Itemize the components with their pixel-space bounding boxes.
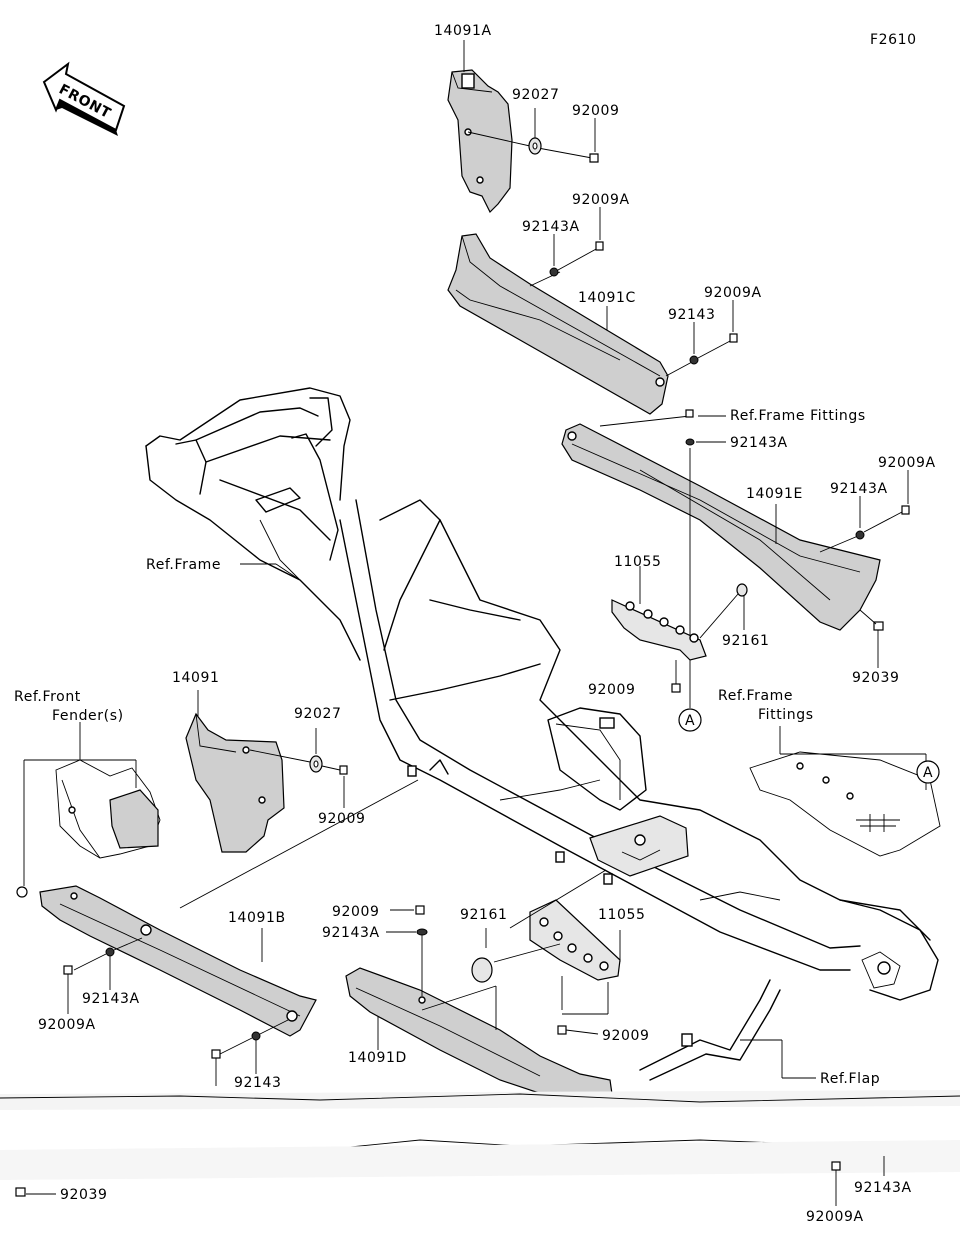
bolt-92009a-low-left: [211, 1049, 221, 1059]
callout-a-lower: A: [916, 760, 940, 784]
nut-92143a-3: [855, 530, 865, 540]
label-92009a-1: 92009A: [572, 192, 630, 208]
label-14091d: 14091D: [348, 1050, 407, 1066]
screw-ref-frame-fittings: [685, 409, 694, 418]
label-92143a-6: 92143A: [854, 1180, 912, 1196]
ref-flap-bracket: [639, 979, 781, 1081]
label-92161-low: 92161: [460, 907, 508, 923]
label-92143-1: 92143: [668, 307, 716, 323]
part-14091c: [447, 233, 669, 415]
bolt-92009-top: [589, 153, 599, 163]
label-92009-left: 92009: [318, 811, 366, 827]
nut-92143a-1: [549, 267, 559, 277]
label-ref-front-fender-b: Fender(s): [52, 708, 124, 724]
washer-92027-left: [309, 755, 323, 773]
label-92009a-3: 92009A: [878, 455, 936, 471]
bolt-92009a-1: [595, 241, 604, 251]
bolt-92009a-2: [729, 333, 738, 343]
label-ref-front-fender-a: Ref.Front: [14, 689, 81, 705]
bolt-92009-low2: [557, 1025, 567, 1035]
label-92009-low: 92009: [332, 904, 380, 920]
label-11055-top: 11055: [614, 554, 662, 570]
part-14091e: [561, 423, 881, 631]
label-92009a-4: 92009A: [38, 1017, 96, 1033]
label-92143a-1: 92143A: [522, 219, 580, 235]
label-92143a-3: 92143A: [830, 481, 888, 497]
label-92039-low: 92039: [60, 1187, 108, 1203]
label-92143a-2: 92143A: [730, 435, 788, 451]
label-92027-top: 92027: [512, 87, 560, 103]
part-11055-upper: [611, 599, 707, 661]
label-ref-frame-fittings-2a: Ref.Frame: [718, 688, 793, 704]
bolt-92009-left: [339, 765, 348, 775]
label-92009a-5: 92009A: [806, 1209, 864, 1225]
part-14091b: [39, 885, 317, 1037]
label-92161-right: 92161: [722, 633, 770, 649]
label-11055-low: 11055: [598, 907, 646, 923]
nut-92143a-5: [416, 928, 428, 936]
bolt-92009-mid: [671, 683, 681, 693]
label-92027-left: 92027: [294, 706, 342, 722]
bolt-92009a-3: [901, 505, 910, 515]
diagram-code: F2610: [870, 32, 917, 48]
label-92143a-5: 92143A: [322, 925, 380, 941]
label-92143-low: 92143: [234, 1075, 282, 1091]
label-ref-frame-fittings-1: Ref.Frame Fittings: [730, 408, 866, 424]
bolt-92009a-low-right: [831, 1161, 841, 1171]
part-11055-lower: [529, 899, 621, 981]
washer-92027-top: [528, 137, 542, 155]
part-14091d: [345, 967, 613, 1101]
clip-left-end: [16, 886, 28, 898]
part-14091: [185, 712, 285, 853]
grommet-92161-right: [736, 583, 748, 597]
callout-a-upper-label: A: [685, 713, 695, 729]
callout-a-upper: A: [678, 708, 702, 732]
nut-92143-low: [251, 1031, 261, 1041]
label-92009-low2: 92009: [602, 1028, 650, 1044]
main-frame: [145, 387, 939, 1001]
front-arrow-icon: FRONT: [42, 61, 126, 136]
grommet-92161-low: [471, 957, 493, 983]
bolt-92009-low: [415, 905, 425, 915]
ref-front-fender-inset: [55, 759, 161, 859]
label-92143a-4: 92143A: [82, 991, 140, 1007]
label-14091b: 14091B: [228, 910, 286, 926]
label-14091c: 14091C: [578, 290, 636, 306]
part-14091a: [447, 69, 513, 214]
label-14091a: 14091A: [434, 23, 492, 39]
callout-a-lower-label: A: [923, 765, 933, 781]
nut-92143-1: [689, 355, 699, 365]
clip-92039-low: [15, 1187, 26, 1197]
nut-92143a-4: [105, 947, 115, 957]
label-14091: 14091: [172, 670, 220, 686]
label-92009-top: 92009: [572, 103, 620, 119]
label-ref-frame: Ref.Frame: [146, 557, 221, 573]
label-92009a-2: 92009A: [704, 285, 762, 301]
ref-frame-fittings-panel: [749, 751, 941, 857]
bolt-92009a-4: [63, 965, 73, 975]
nut-92143a-2: [685, 438, 695, 446]
label-ref-frame-fittings-2b: Fittings: [758, 707, 814, 723]
label-92039-right: 92039: [852, 670, 900, 686]
label-14091e: 14091E: [746, 486, 803, 502]
label-92009-mid: 92009: [588, 682, 636, 698]
clip-92039-right: [873, 621, 884, 631]
label-ref-flap: Ref.Flap: [820, 1071, 880, 1087]
scan-artifact-band: [0, 1090, 960, 1180]
